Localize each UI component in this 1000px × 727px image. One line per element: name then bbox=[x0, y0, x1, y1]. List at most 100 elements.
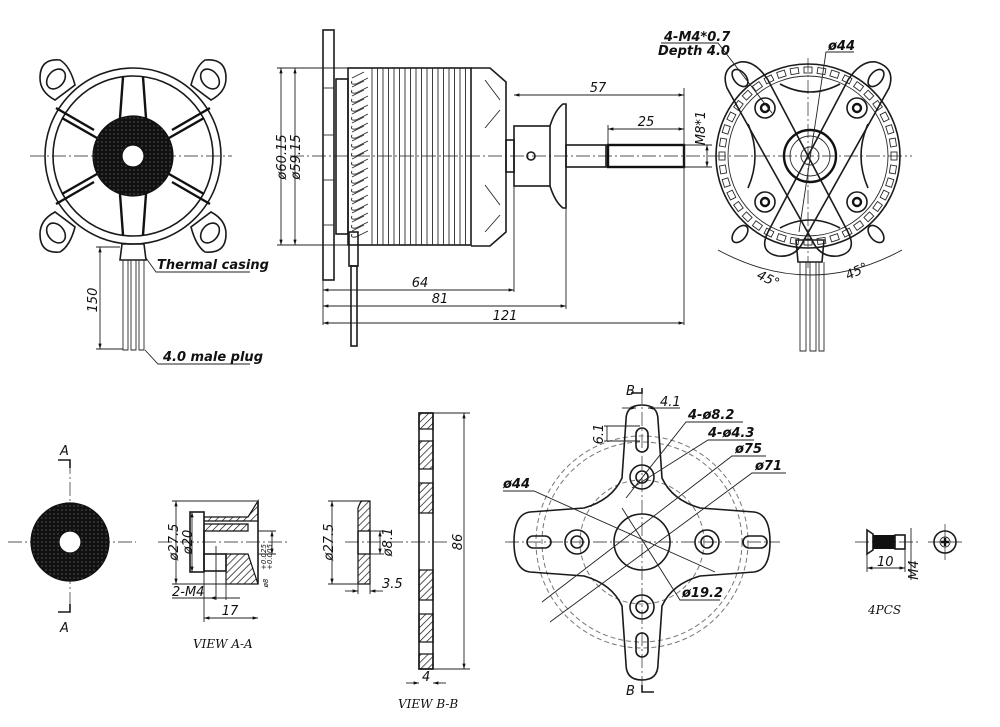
mount-plate-side bbox=[322, 29, 335, 281]
lead-wires bbox=[122, 260, 145, 351]
fan-tooth bbox=[751, 81, 764, 92]
fan-tooth bbox=[888, 164, 898, 175]
fan-tooth bbox=[872, 200, 883, 213]
fan-tooth bbox=[803, 66, 813, 74]
fan-tooth bbox=[721, 124, 731, 135]
vent-slot bbox=[351, 125, 369, 139]
vent-slot bbox=[351, 224, 369, 238]
section-a-top: A bbox=[59, 444, 69, 459]
dia-59-15: ø59.15 bbox=[289, 134, 304, 180]
cbore-callout: 4-ø8.2 bbox=[687, 408, 734, 423]
dia-44-callout: ø44 bbox=[502, 477, 530, 492]
screw-head bbox=[866, 528, 874, 556]
bell-rim bbox=[335, 78, 349, 235]
fan-tooth bbox=[718, 164, 728, 175]
fan-tooth bbox=[726, 189, 737, 201]
vent-slot bbox=[351, 170, 369, 184]
vent-slot bbox=[351, 152, 369, 166]
dia-71-callout: ø71 bbox=[754, 459, 782, 474]
fan-tooth bbox=[863, 211, 875, 223]
fan-tooth bbox=[885, 124, 895, 135]
vent-slot bbox=[351, 206, 369, 220]
vent-slot bbox=[351, 134, 369, 148]
fan-tooth bbox=[863, 89, 875, 101]
vent-slot bbox=[351, 143, 369, 157]
bore-dia: ø8 bbox=[262, 578, 270, 588]
fan-tooth bbox=[733, 200, 744, 213]
view-b-b-caption: VIEW B-B bbox=[398, 697, 458, 711]
fan-tooth bbox=[829, 233, 840, 243]
cross-arm-a bbox=[724, 61, 853, 257]
vent-slot bbox=[351, 197, 369, 211]
fan-tooth bbox=[803, 238, 813, 246]
fan-tooth bbox=[776, 233, 787, 243]
side-view: ø60.15 ø59.15 57 25 M8*1 64 81 121 bbox=[275, 29, 715, 347]
fan-tooth bbox=[890, 151, 898, 161]
cooling-fins bbox=[371, 68, 466, 245]
view-a-a: ø27.5 ø20 ø8 +0.025 +0.005 2-M4 17 VIEW … bbox=[158, 498, 288, 651]
male-plug-label: 4.0 male plug bbox=[162, 350, 263, 365]
vent-slot bbox=[351, 116, 369, 130]
fan-tooth bbox=[718, 137, 728, 148]
fan-tooth bbox=[751, 220, 764, 231]
fan-tooth bbox=[741, 211, 753, 223]
fan-tooth bbox=[888, 137, 898, 148]
shaft-hole bbox=[121, 144, 145, 168]
fan-tooth bbox=[879, 111, 890, 123]
fan-tooth bbox=[763, 74, 775, 85]
screw-callout: 2-M4 bbox=[172, 585, 204, 600]
vent-slot bbox=[351, 161, 369, 175]
motor-can bbox=[347, 67, 472, 246]
screw-head-top bbox=[933, 530, 957, 554]
mount-thickness-4: 4 bbox=[422, 670, 430, 685]
washer-section-top bbox=[357, 500, 371, 532]
length-81: 81 bbox=[432, 292, 449, 307]
washer-section-bottom bbox=[357, 553, 371, 585]
fan-tooth bbox=[789, 66, 800, 76]
screw-view: 10 M4 4PCS bbox=[855, 524, 962, 617]
phillips-icon bbox=[941, 538, 949, 546]
fan-tooth bbox=[841, 227, 853, 238]
length-64: 64 bbox=[412, 276, 429, 291]
washer-dia: ø27.5 bbox=[322, 524, 337, 562]
circle-d44 bbox=[579, 479, 705, 605]
fan-tooth bbox=[816, 236, 827, 246]
rear-hub bbox=[782, 128, 838, 184]
fan-slots bbox=[351, 71, 369, 238]
fan-tooth bbox=[816, 66, 827, 76]
dia-27-5-a: ø27.5 bbox=[167, 524, 182, 562]
rear-view: 45° 45° 4-M4*0.7 Depth 4.0 ø44 bbox=[658, 30, 912, 352]
mounting-ears bbox=[39, 59, 227, 253]
depth-callout: Depth 4.0 bbox=[658, 44, 730, 59]
washer-bore: ø8.1 bbox=[381, 528, 396, 558]
mount-height-86: 86 bbox=[451, 534, 466, 551]
thermal-casing bbox=[119, 243, 147, 261]
section-a-bottom: A bbox=[59, 621, 69, 636]
screw-quantity: 4PCS bbox=[867, 603, 901, 617]
center-hole bbox=[613, 513, 671, 571]
fan-tooth bbox=[852, 81, 865, 92]
end-bell bbox=[471, 67, 507, 247]
rear-fan-slots bbox=[718, 66, 898, 246]
thread-spec: M8*1 bbox=[694, 111, 709, 145]
lead-length-dim: 150 bbox=[86, 288, 101, 313]
thermal-casing-label: Thermal casing bbox=[157, 258, 269, 273]
dia-75-callout: ø75 bbox=[734, 442, 762, 457]
fan-tooth bbox=[721, 177, 731, 188]
washer-thickness: 3.5 bbox=[382, 577, 403, 592]
section-b-top: B bbox=[626, 384, 635, 399]
fan-tooth bbox=[726, 111, 737, 123]
inner-ring bbox=[52, 75, 214, 237]
screw-thread-size: M4 bbox=[907, 560, 922, 580]
fan-tooth bbox=[789, 236, 800, 246]
vent-slot bbox=[351, 188, 369, 202]
vent-slot bbox=[351, 98, 369, 112]
tolerance-lower: +0.005 bbox=[266, 544, 274, 570]
mount-plate-view: B B 4.1 6.1 4-ø8.2 4-ø4.3 ø75 ø71 ø44 ø1… bbox=[502, 384, 786, 699]
vent-slot bbox=[351, 80, 369, 94]
section-a-mark: A A bbox=[8, 444, 136, 636]
section-b-bottom: B bbox=[626, 684, 635, 699]
dia-20: ø20 bbox=[181, 530, 196, 556]
spokes bbox=[55, 76, 211, 236]
